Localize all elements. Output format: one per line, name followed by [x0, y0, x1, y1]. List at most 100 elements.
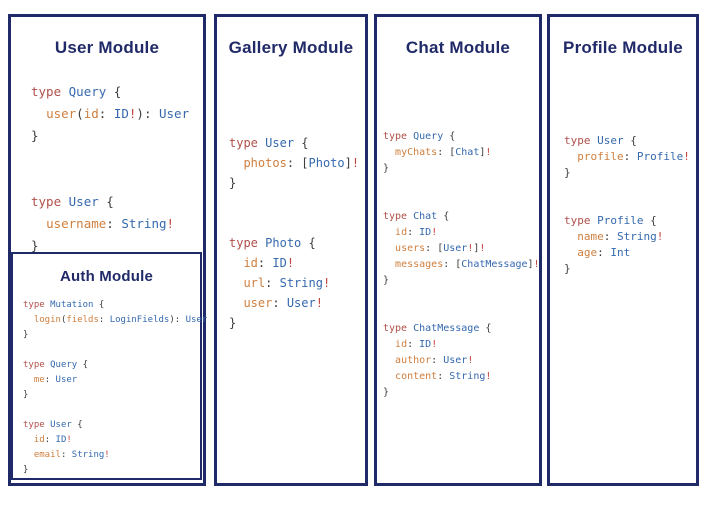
- code-line: user(id: ID!): User: [31, 103, 189, 125]
- punctuation-token: {: [93, 300, 105, 310]
- code-line: }: [23, 463, 207, 478]
- keyword-token: type: [383, 211, 408, 222]
- punctuation-token: {: [643, 214, 657, 227]
- type-token: Mutation: [50, 300, 94, 310]
- type-token: User: [159, 106, 190, 121]
- field-token: id: [243, 256, 258, 270]
- code-line: users: [User!]!: [383, 241, 540, 257]
- auth-module-title: Auth Module: [59, 268, 153, 285]
- punctuation-token: ):: [136, 106, 159, 121]
- punctuation-token: :: [106, 216, 122, 231]
- field-token: myChats: [395, 147, 438, 158]
- punctuation-token: [229, 256, 243, 270]
- type-token: Query: [413, 131, 444, 142]
- type-token: Int: [610, 246, 631, 259]
- punctuation-token: [383, 227, 395, 238]
- code-line: }: [23, 388, 207, 403]
- gallery-module-code-block: type User { photos: [Photo]!} type Photo…: [229, 133, 359, 333]
- code-line: id: ID!: [383, 337, 540, 353]
- punctuation-token: [229, 276, 243, 290]
- type-token: Query: [68, 84, 107, 99]
- code-line: name: String!: [564, 229, 690, 245]
- punctuation-token: [383, 147, 395, 158]
- type-token: ID: [55, 435, 67, 445]
- field-token: id: [33, 435, 45, 445]
- type-token: ID: [419, 227, 432, 238]
- punctuation-token: [383, 259, 395, 270]
- punctuation-token: }: [31, 238, 39, 253]
- bang-token: !: [128, 106, 137, 121]
- punctuation-token: }: [23, 465, 29, 475]
- punctuation-token: :: [407, 339, 420, 350]
- code-line: type Photo {: [229, 233, 359, 253]
- field-token: email: [33, 450, 61, 460]
- punctuation-token: {: [437, 211, 450, 222]
- code-line: username: String!: [31, 213, 189, 235]
- keyword-token: type: [229, 236, 258, 250]
- bang-token: !: [104, 450, 110, 460]
- keyword-token: type: [31, 84, 62, 99]
- field-token: users: [395, 243, 426, 254]
- punctuation-token: :: [623, 150, 637, 163]
- code-line: }: [229, 313, 359, 333]
- type-token: User: [185, 315, 208, 325]
- user-module-code-block: type Query { user(id: ID!): User} type U…: [31, 81, 189, 257]
- punctuation-token: [383, 243, 395, 254]
- punctuation-token: {: [294, 136, 309, 150]
- bang-token: !: [315, 296, 323, 310]
- code-line: id: ID!: [229, 253, 359, 273]
- punctuation-token: [23, 435, 34, 445]
- code-line: [383, 305, 540, 321]
- punctuation-token: {: [623, 134, 637, 147]
- code-line: [383, 177, 540, 193]
- code-line: type User {: [229, 133, 359, 153]
- code-line: }: [31, 125, 189, 147]
- punctuation-token: ]: [344, 156, 352, 170]
- punctuation-token: {: [98, 194, 114, 209]
- type-token: String: [279, 276, 323, 290]
- code-line: }: [383, 385, 540, 401]
- code-line: type ChatMessage {: [383, 321, 540, 337]
- punctuation-token: }: [31, 128, 39, 143]
- punctuation-token: (: [76, 106, 84, 121]
- field-token: user: [46, 106, 77, 121]
- code-line: type Profile {: [564, 213, 690, 229]
- code-line: type Query {: [383, 129, 540, 145]
- bang-token: !: [656, 230, 664, 243]
- panel-gallery-module: Gallery Module type User { photos: [Phot…: [214, 14, 368, 486]
- code-line: type User {: [564, 133, 690, 149]
- code-line: }: [383, 161, 540, 177]
- punctuation-token: [383, 371, 395, 382]
- code-line: }: [23, 328, 207, 343]
- type-token: User: [286, 296, 316, 310]
- punctuation-token: [31, 216, 46, 231]
- punctuation-token: [31, 106, 46, 121]
- punctuation-token: :: [98, 106, 114, 121]
- punctuation-token: [229, 156, 243, 170]
- punctuation-token: {: [443, 131, 456, 142]
- code-line: login(fields: LoginFields): User: [23, 313, 207, 328]
- punctuation-token: }: [564, 262, 571, 275]
- code-line: }: [564, 261, 690, 277]
- bang-token: !: [286, 256, 295, 270]
- keyword-token: type: [383, 131, 408, 142]
- type-token: String: [121, 216, 167, 231]
- type-token: ID: [113, 106, 129, 121]
- field-token: age: [577, 246, 598, 259]
- punctuation-token: [564, 230, 577, 243]
- panel-profile-module: Profile Module type User { profile: Prof…: [547, 14, 699, 486]
- bang-token: !: [485, 147, 492, 158]
- code-line: [383, 289, 540, 305]
- field-token: name: [577, 230, 604, 243]
- field-token: me: [33, 375, 45, 385]
- code-line: photos: [Photo]!: [229, 153, 359, 173]
- type-token: LoginFields: [109, 315, 170, 325]
- code-line: }: [229, 173, 359, 193]
- field-token: profile: [577, 150, 624, 163]
- type-token: User: [68, 194, 99, 209]
- punctuation-token: ):: [169, 315, 186, 325]
- code-line: }: [383, 273, 540, 289]
- punctuation-token: [23, 315, 34, 325]
- punctuation-token: [564, 150, 577, 163]
- user-module-title: User Module: [54, 38, 160, 57]
